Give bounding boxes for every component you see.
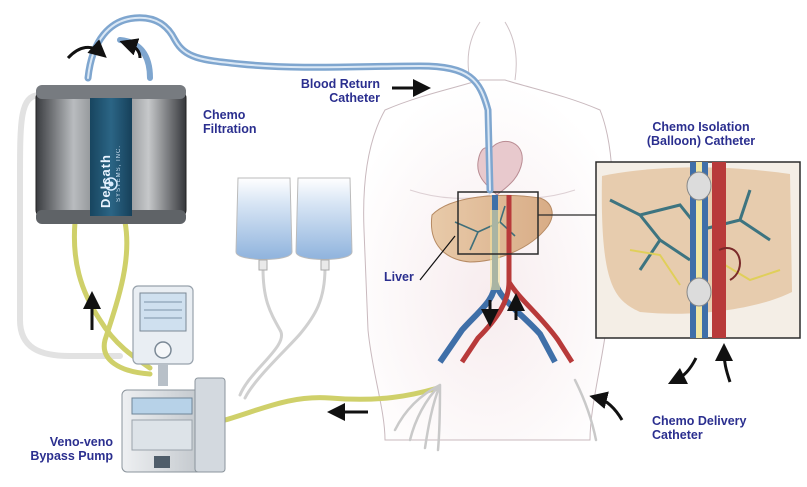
label-chemo-isolation-catheter: Chemo Isolation (Balloon) Catheter [640, 120, 762, 148]
label-chemo-isolation-line2: (Balloon) Catheter [640, 134, 762, 148]
label-blood-return-catheter: Blood Return Catheter [301, 77, 380, 105]
label-chemo-delivery-catheter: Chemo Delivery Catheter [652, 414, 746, 442]
label-bypass-pump-line2: Bypass Pump [30, 449, 113, 463]
label-bypass-pump: Veno-veno Bypass Pump [30, 435, 113, 463]
label-chemo-filtration-line2: Filtration [203, 122, 256, 136]
filter-brand-name: Delcath [98, 108, 113, 208]
iv-bag-icon [236, 178, 352, 270]
label-chemo-filtration-line1: Chemo [203, 108, 256, 122]
label-liver: Liver [384, 270, 414, 284]
label-blood-return-line2: Catheter [301, 91, 380, 105]
balloon-catheter-inset [596, 162, 800, 338]
label-chemo-filtration: Chemo Filtration [203, 108, 256, 136]
label-bypass-pump-line1: Veno-veno [30, 435, 113, 449]
label-chemo-delivery-line2: Catheter [652, 428, 746, 442]
label-blood-return-line1: Blood Return [301, 77, 380, 91]
label-chemo-isolation-line1: Chemo Isolation [640, 120, 762, 134]
label-chemo-delivery-line1: Chemo Delivery [652, 414, 746, 428]
filter-brand-subtitle: SYSTEMS, INC. [116, 112, 122, 202]
pump-icon [122, 378, 225, 472]
